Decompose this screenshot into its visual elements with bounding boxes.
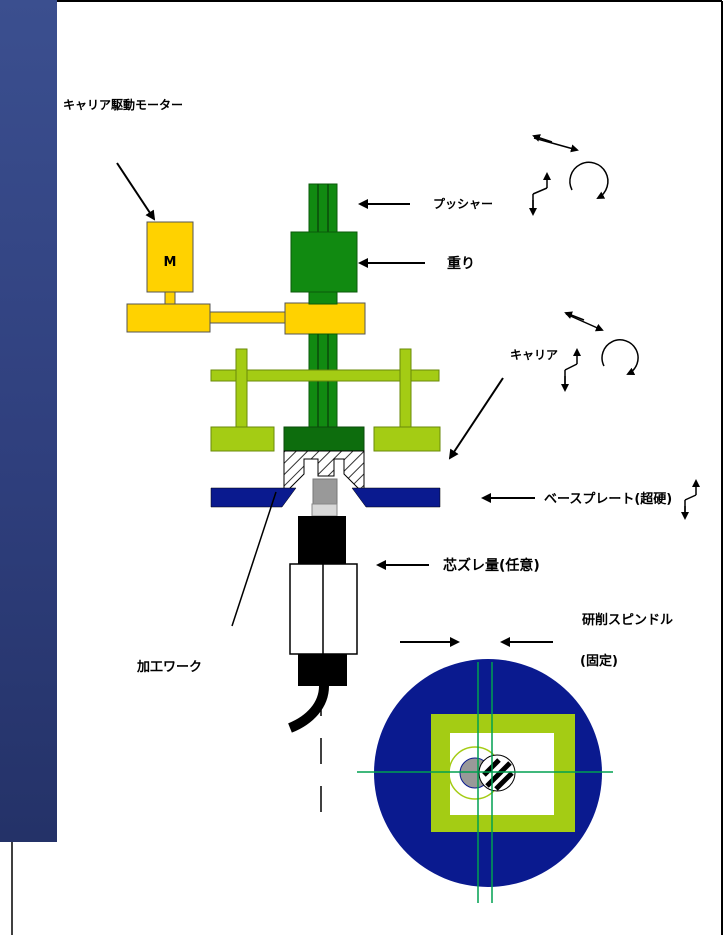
workpiece-adapter bbox=[311, 503, 338, 517]
pusher-rod-middle bbox=[308, 291, 338, 305]
motor-shaft bbox=[164, 291, 176, 305]
weight-block bbox=[290, 231, 358, 293]
fixed-label: (固定) bbox=[580, 653, 618, 669]
carrier-right-foot bbox=[373, 426, 441, 452]
sidebar-gradient bbox=[0, 0, 57, 842]
motor-gearbox bbox=[126, 303, 211, 333]
carrier-motor-arrow bbox=[116, 162, 156, 221]
pusher-label: プッシャー bbox=[433, 196, 493, 211]
workpiece-label: 加工ワーク bbox=[136, 660, 202, 675]
carrier-left-foot bbox=[210, 426, 275, 452]
motion-icon-carrier bbox=[561, 311, 639, 392]
base-plate-right bbox=[351, 487, 441, 508]
drive-belt bbox=[209, 311, 286, 324]
motion-icon-top bbox=[529, 134, 609, 216]
weight-label: 重り bbox=[447, 255, 475, 272]
workpiece-pointer-line bbox=[231, 491, 277, 627]
spindle-cable bbox=[287, 685, 329, 733]
pusher-rod-upper bbox=[308, 183, 338, 233]
carrier-left-post bbox=[235, 348, 248, 428]
motion-icon-base-plate bbox=[681, 479, 700, 520]
carrier-right-post bbox=[399, 348, 412, 428]
carrier-drive-pulley bbox=[284, 302, 366, 335]
carrier-motor-label: キャリア駆動モーター bbox=[63, 97, 183, 112]
carrier-arrow bbox=[448, 377, 504, 460]
grinding-spindle-label: 研削スピンドル bbox=[582, 612, 673, 628]
spindle-motor bbox=[298, 654, 347, 686]
pressure-head bbox=[283, 426, 365, 452]
carrier-top-bar bbox=[210, 369, 440, 382]
motor-label: M bbox=[164, 255, 177, 270]
misalignment-label: 芯ズレ量(任意) bbox=[443, 557, 540, 574]
base-plate-label: ベースプレート(超硬) bbox=[544, 491, 672, 507]
base-plate-left bbox=[210, 487, 297, 508]
spindle-top-view bbox=[478, 754, 516, 792]
carrier-label: キャリア bbox=[510, 348, 558, 362]
spindle-chuck bbox=[298, 516, 346, 564]
